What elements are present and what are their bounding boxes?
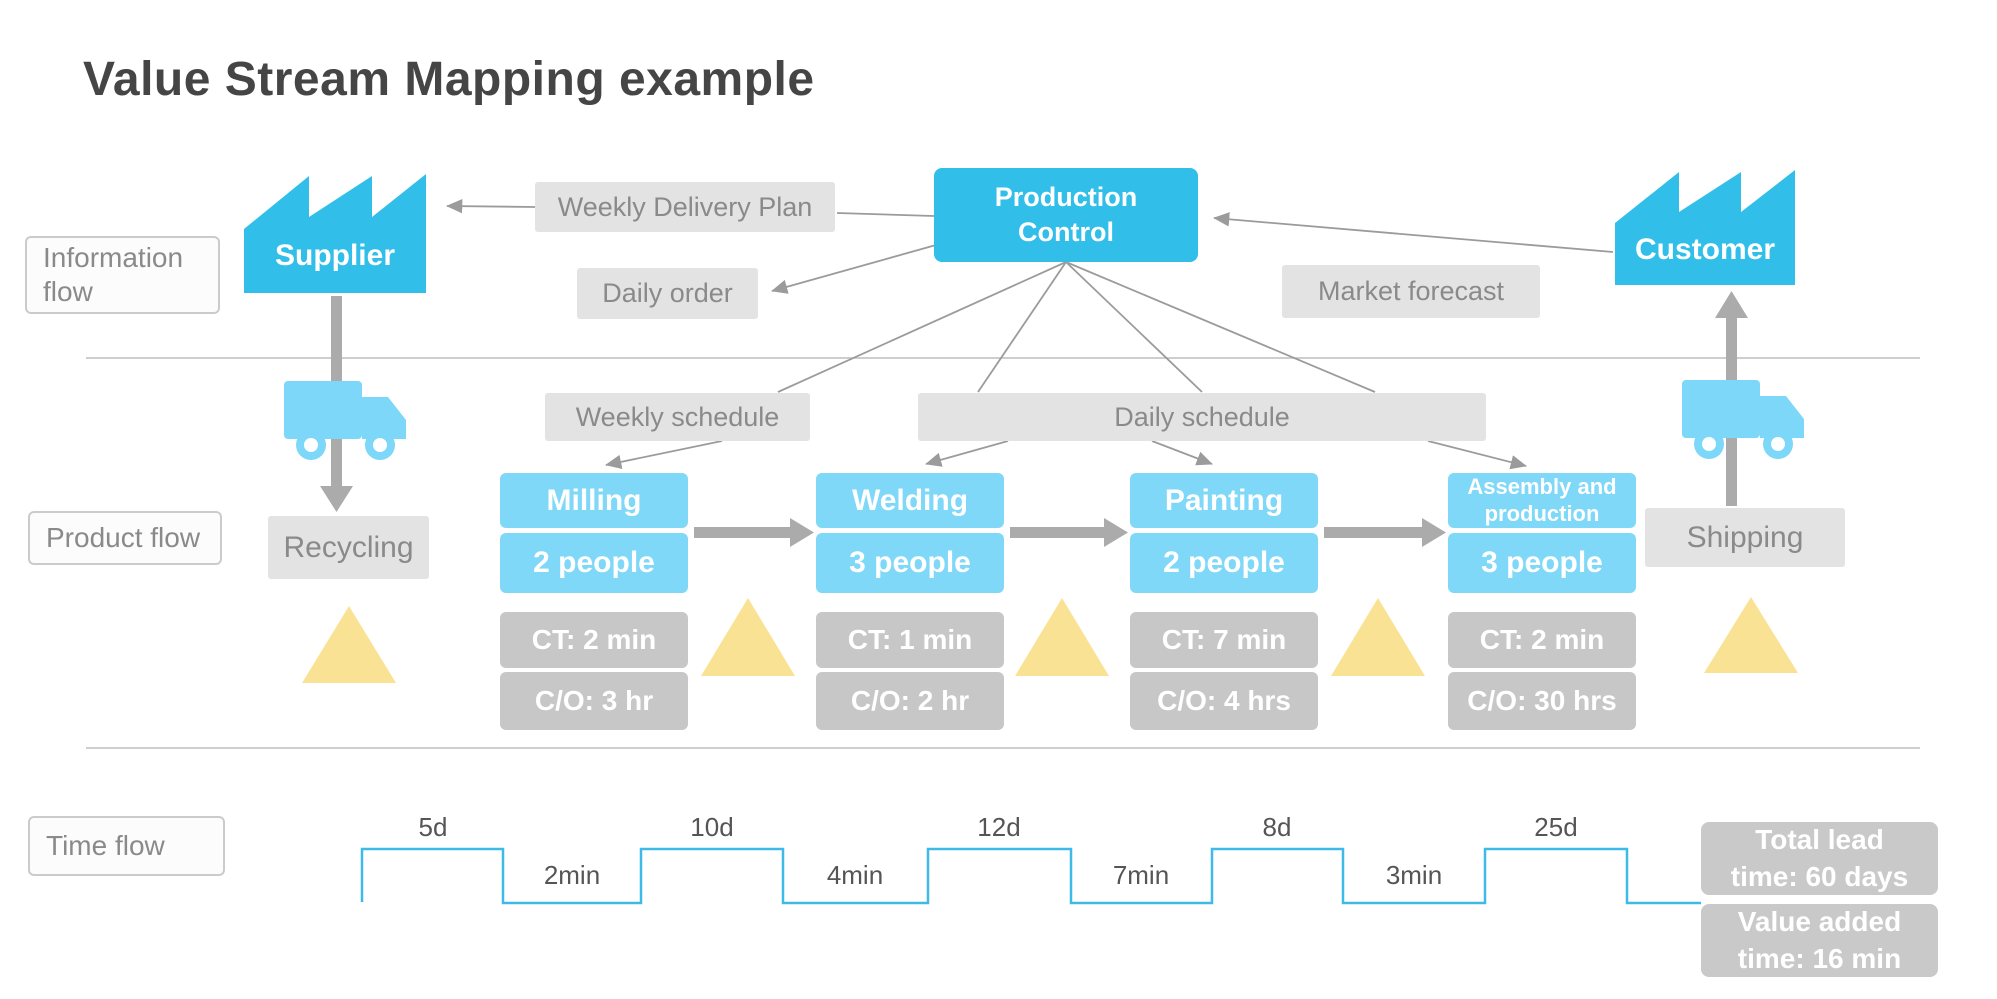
total-lead-time-box: Total lead time: 60 days (1701, 822, 1938, 895)
daily-order-box: Daily order (577, 268, 758, 319)
truck-cab (1760, 396, 1804, 438)
timeline-wait-label-2: 10d (690, 812, 734, 842)
time-flow-label: Time flow (28, 816, 225, 876)
process-painting-changeover: C/O: 4 hrs (1130, 672, 1318, 730)
pc-to-daily-schedule-line-1 (977, 261, 1067, 393)
timeline-process-label-4: 3min (1385, 860, 1443, 890)
customer-up-arrow-head (1715, 291, 1748, 318)
production-control-label: Production Control (994, 181, 1138, 247)
timeline-wait-label-4: 8d (1262, 812, 1292, 842)
process-assembly-cycle-time: CT: 2 min (1448, 612, 1636, 668)
weekly-schedule-box: Weekly schedule (545, 393, 810, 441)
welding-painting-arrow-head (1104, 518, 1128, 547)
pc-to-daily-schedule-line-2 (1065, 261, 1203, 393)
process-milling-changeover: C/O: 3 hr (500, 672, 688, 730)
timeline-process-label-1: 2min (543, 860, 601, 890)
shipping-box: Shipping (1645, 508, 1845, 567)
supplier-truck-icon (284, 381, 406, 460)
daily-schedule-box: Daily schedule (918, 393, 1486, 441)
process-assembly-changeover: C/O: 30 hrs (1448, 672, 1636, 730)
recycling-box: Recycling (268, 516, 429, 579)
information-flow-label: Information flow (25, 236, 220, 314)
painting-assembly-arrow-shaft (1324, 527, 1424, 538)
inventory-triangles (302, 597, 1798, 683)
truck-wheel-hub (304, 438, 318, 452)
truck-body (284, 381, 362, 439)
daily-schedule-to-welding-arrow (925, 440, 1009, 467)
process-welding-title: Welding (816, 473, 1004, 528)
process-welding-people: 3 people (816, 533, 1004, 593)
milling-welding-arrow-shaft (694, 527, 792, 538)
delivery-plan-to-supplier-arrow (446, 198, 536, 214)
truck-cab (362, 397, 406, 439)
weekly-schedule-to-milling-arrow (605, 440, 723, 469)
information-flow-lines (446, 198, 1614, 470)
product-flow-label: Product flow (28, 511, 222, 565)
timeline-wait-label-3: 12d (977, 812, 1021, 842)
process-milling-cycle-time: CT: 2 min (500, 612, 688, 668)
process-assembly-people: 3 people (1448, 533, 1636, 593)
lead-time-ladder-line (360, 847, 1701, 905)
pc-to-daily-order-arrow (771, 244, 937, 294)
factory-icons (244, 170, 1795, 293)
timeline-process-label-2: 4min (826, 860, 884, 890)
shipping-truck-icon (1682, 380, 1804, 459)
supplier-factory-icon (244, 174, 426, 293)
process-painting-cycle-time: CT: 7 min (1130, 612, 1318, 668)
pc-to-weekly-schedule-line (777, 261, 1067, 393)
timeline-wait-label-1: 5d (418, 812, 448, 842)
production-control-box: Production Control (934, 168, 1198, 262)
process-milling-title: Milling (500, 473, 688, 528)
value-added-time-box: Value added time: 16 min (1701, 904, 1938, 977)
pc-to-delivery-plan-line (836, 212, 935, 217)
timeline-process-label-3: 7min (1112, 860, 1170, 890)
market-forecast-box: Market forecast (1282, 265, 1540, 318)
process-painting-title: Painting (1130, 473, 1318, 528)
inventory-triangle-icon-2 (1015, 598, 1109, 676)
shipping-inventory-triangle-icon (1704, 597, 1798, 673)
customer-label: Customer (1634, 233, 1776, 266)
inventory-triangle-icon-1 (701, 598, 795, 676)
process-milling-people: 2 people (500, 533, 688, 593)
recycling-inventory-triangle-icon (302, 606, 396, 683)
daily-schedule-to-painting-arrow (1151, 440, 1213, 466)
truck-wheel-hub (373, 438, 387, 452)
customer-to-pc-arrow (1213, 212, 1614, 253)
milling-welding-arrow-head (790, 518, 814, 547)
process-welding-changeover: C/O: 2 hr (816, 672, 1004, 730)
page-title: Value Stream Mapping example (83, 53, 815, 106)
daily-schedule-to-assembly-arrow (1427, 440, 1527, 470)
process-assembly-title: Assembly and production (1448, 473, 1636, 528)
pc-to-daily-schedule-line-3 (1065, 261, 1376, 393)
truck-wheel-hub (1702, 437, 1716, 451)
process-painting-people: 2 people (1130, 533, 1318, 593)
welding-painting-arrow-shaft (1010, 527, 1106, 538)
customer-factory-icon (1615, 170, 1795, 285)
supplier-label: Supplier (274, 239, 395, 272)
truck-body (1682, 380, 1760, 438)
supplier-down-arrow-head (320, 486, 353, 512)
inventory-triangle-icon-3 (1331, 598, 1425, 676)
truck-wheel-hub (1771, 437, 1785, 451)
weekly-delivery-plan-box: Weekly Delivery Plan (535, 182, 835, 232)
process-welding-cycle-time: CT: 1 min (816, 612, 1004, 668)
painting-assembly-arrow-head (1422, 518, 1446, 547)
timeline-wait-label-5: 25d (1534, 812, 1578, 842)
